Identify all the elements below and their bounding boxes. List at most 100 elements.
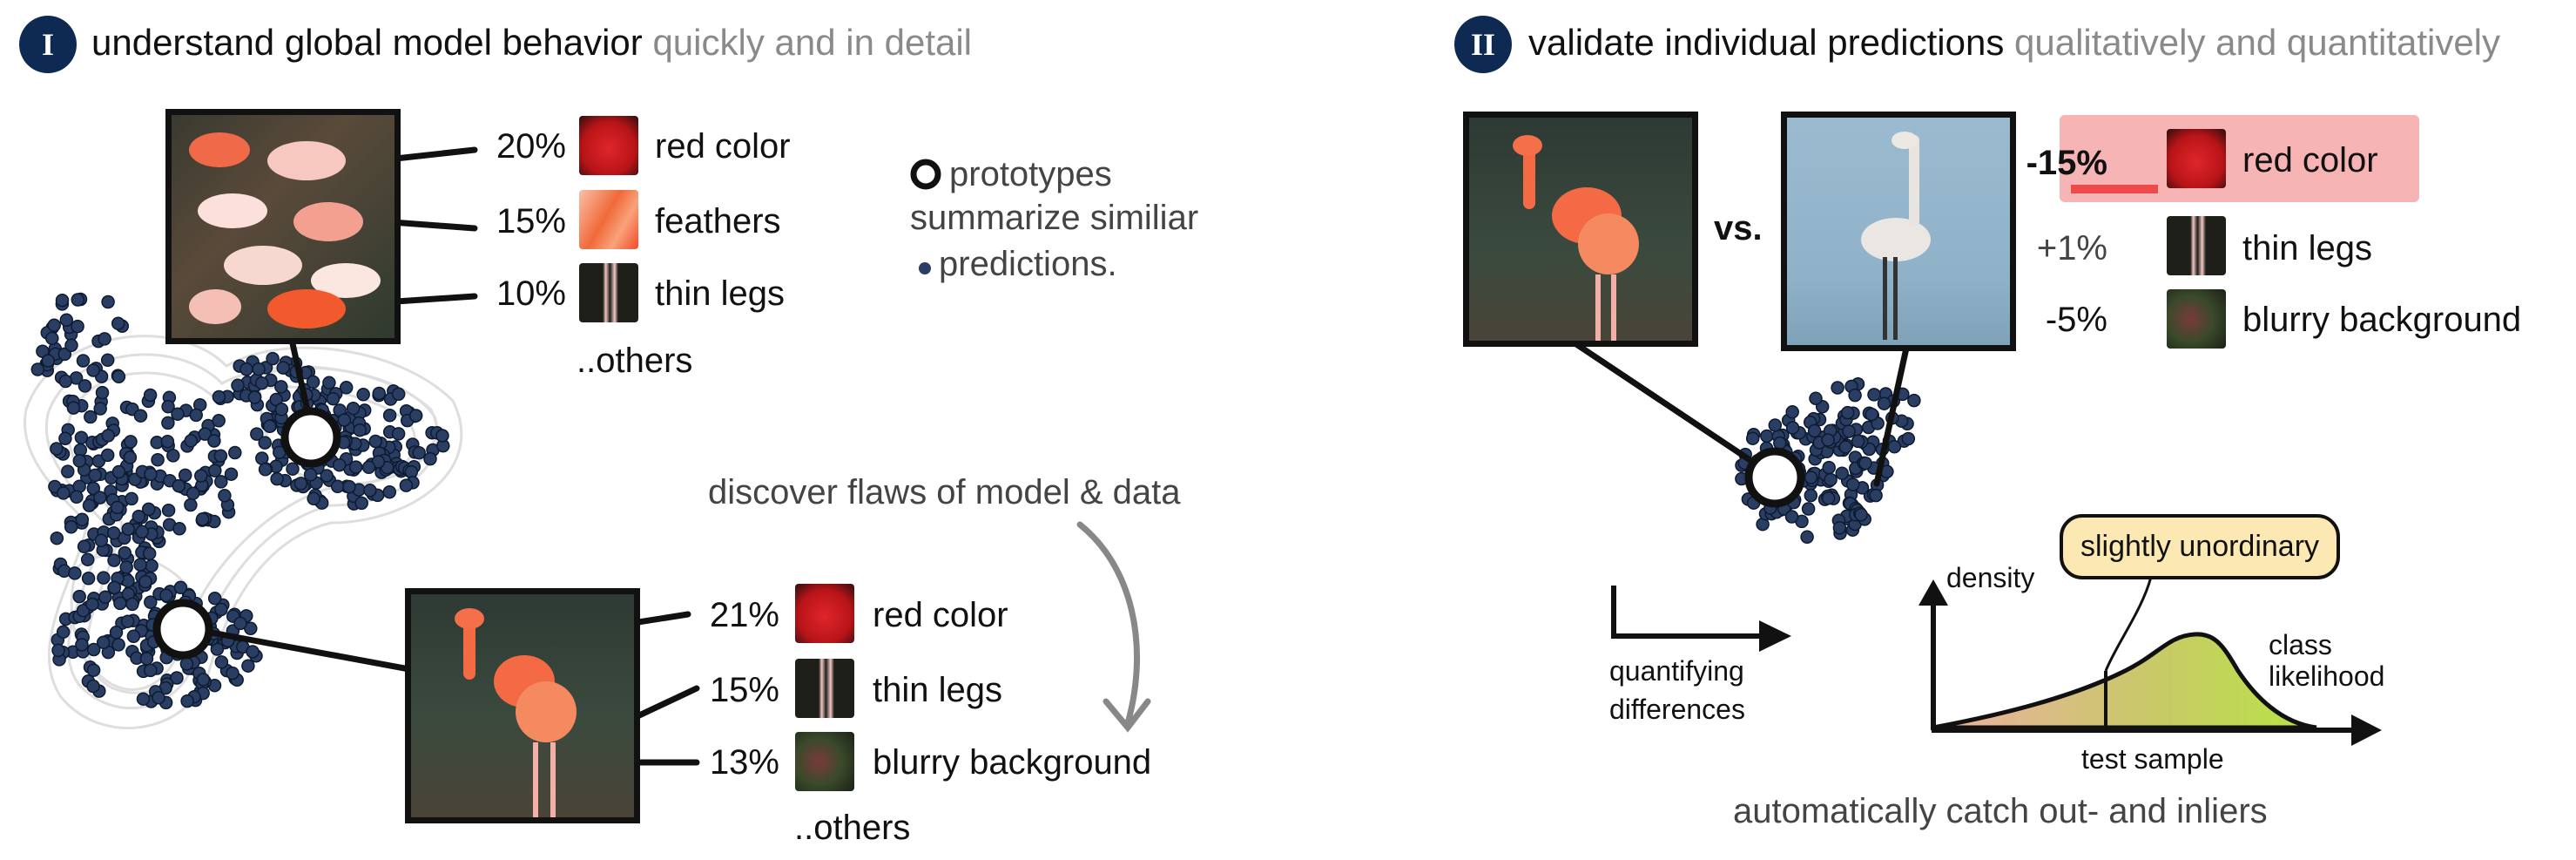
prediction-dot <box>246 645 260 659</box>
prediction-dot <box>1907 393 1921 408</box>
class-axis-label-1: class <box>2269 629 2332 660</box>
prediction-dot <box>159 588 173 603</box>
prediction-dot <box>435 429 449 443</box>
bottom-row-1-pct: 21% <box>709 596 779 634</box>
prediction-dot <box>101 295 115 309</box>
test-sample-label: test sample <box>2081 743 2224 775</box>
prediction-dot <box>72 589 86 604</box>
prediction-dot <box>100 353 115 368</box>
prediction-dot <box>152 691 165 705</box>
prediction-dot <box>160 434 175 449</box>
prediction-dot <box>274 403 289 416</box>
prediction-dot <box>82 498 97 512</box>
prediction-dot <box>86 663 101 677</box>
prediction-dot <box>171 407 185 421</box>
prediction-dot <box>1858 456 1872 471</box>
density-axis-label: density <box>1946 562 2035 593</box>
prediction-dot <box>382 408 397 423</box>
top-row-3-label: thin legs <box>655 274 785 313</box>
prototype-marker-bottom[interactable] <box>152 599 213 660</box>
prediction-dot <box>1760 429 1774 444</box>
prediction-dot <box>107 580 122 595</box>
sample-marker[interactable] <box>1744 447 1805 508</box>
prediction-dot <box>214 655 229 669</box>
heading-main: understand global model behavior <box>91 22 643 63</box>
prediction-dot <box>330 479 345 494</box>
bottom-others: ..others <box>794 809 911 847</box>
strawberry-icon <box>2167 129 2226 188</box>
prediction-dot <box>57 486 71 500</box>
prediction-dot <box>71 293 85 307</box>
prediction-dot <box>97 571 111 585</box>
prediction-dot <box>138 574 152 589</box>
prediction-dot <box>1821 433 1835 447</box>
prediction-dot <box>189 408 203 423</box>
prediction-dot <box>50 531 64 545</box>
connector-lines-individual <box>1573 341 1911 487</box>
prediction-dot <box>423 451 437 466</box>
blurry-background-icon <box>795 732 854 791</box>
prediction-dot <box>51 643 65 658</box>
prediction-dot <box>262 419 277 434</box>
prediction-dot <box>239 362 253 376</box>
prediction-dot <box>94 533 109 548</box>
prediction-dot <box>143 388 158 403</box>
prediction-dot <box>372 386 387 401</box>
prediction-dot <box>107 553 121 567</box>
prediction-dot <box>322 376 336 390</box>
prediction-dot <box>412 445 426 460</box>
prediction-dot <box>303 468 318 482</box>
prediction-dot <box>172 478 186 493</box>
prediction-dot <box>252 362 266 376</box>
prediction-dot <box>391 387 406 402</box>
prediction-dot <box>293 477 308 491</box>
prediction-dot <box>241 659 255 673</box>
prototype-marker-top[interactable] <box>280 407 341 468</box>
prediction-dot <box>212 414 226 428</box>
prediction-dot <box>1851 434 1865 449</box>
top-row-1-pct: 20% <box>496 127 566 166</box>
top-row-1-label: red color <box>655 127 791 166</box>
prediction-dot <box>161 399 175 414</box>
prediction-dot <box>353 423 367 437</box>
prediction-dot <box>75 638 89 652</box>
prediction-dot <box>166 449 180 463</box>
legend-line-1: prototypes <box>949 155 1112 193</box>
prediction-dot <box>228 445 242 460</box>
prediction-dot <box>276 361 290 375</box>
prediction-dot <box>59 313 74 328</box>
prototype-image-flamingo-single[interactable] <box>405 588 640 823</box>
prediction-dot <box>139 652 154 666</box>
panel-1-heading: understand global model behavior quickly… <box>91 22 972 64</box>
prediction-dot <box>1865 407 1879 422</box>
comparison-image[interactable] <box>1781 112 2016 351</box>
prediction-dot <box>111 369 126 384</box>
prediction-dot <box>196 673 211 687</box>
prediction-dot <box>55 293 70 308</box>
strawberry-icon <box>795 584 854 643</box>
prediction-dot <box>218 489 232 503</box>
prediction-dot <box>391 427 406 441</box>
prediction-dot <box>85 597 99 612</box>
prediction-dot <box>1824 472 1838 487</box>
test-sample-image[interactable] <box>1463 112 1698 347</box>
prediction-dot <box>45 331 59 346</box>
prediction-dot <box>184 434 199 448</box>
curved-arrow-icon <box>1076 521 1151 733</box>
prediction-dot <box>121 522 135 536</box>
prediction-dot <box>161 503 176 518</box>
prediction-dot <box>98 590 112 605</box>
prediction-dot <box>214 602 228 617</box>
prototype-image-flamingo-flock[interactable] <box>165 109 401 344</box>
prediction-dot <box>1804 488 1818 503</box>
prediction-dot <box>258 436 272 450</box>
top-row-3-pct: 10% <box>496 274 566 313</box>
prediction-dot <box>86 363 100 377</box>
vs-label: vs. <box>1714 209 1763 247</box>
quantifying-label-2: differences <box>1609 694 1745 725</box>
prediction-dot <box>1867 388 1881 402</box>
prediction-dot <box>274 380 288 394</box>
top-row-2-pct: 15% <box>496 202 566 240</box>
bottom-row-3-pct: 13% <box>709 743 779 782</box>
prediction-dot <box>1840 405 1855 420</box>
